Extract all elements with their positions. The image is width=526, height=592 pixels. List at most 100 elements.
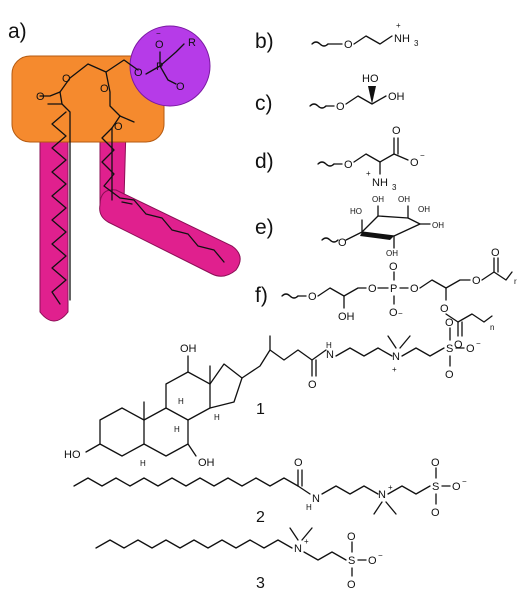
atom-label: O — [344, 39, 353, 51]
compound-2: O N H N + S O O O − 2 — [73, 457, 467, 526]
subscript-label: 3 — [392, 183, 397, 192]
atom-label: O — [308, 291, 317, 303]
compound-number-2: 2 — [256, 509, 265, 526]
atom-label: N — [378, 489, 386, 501]
charge-label: + — [366, 169, 371, 178]
atom-label: O — [440, 303, 449, 315]
atom-label: HO — [350, 207, 362, 216]
atom-label: O — [347, 579, 356, 591]
atom-label: O — [62, 73, 71, 85]
atom-label: H — [326, 341, 332, 350]
atom-label: S — [432, 481, 439, 493]
panel-b: b) O NH 3 + — [255, 21, 419, 53]
atom-label: H — [214, 413, 220, 422]
charge-label: − — [156, 29, 161, 38]
ring-a — [99, 407, 145, 457]
atom-label: R — [188, 37, 196, 49]
atom-label: OH — [432, 221, 444, 230]
charge-label: − — [462, 477, 467, 486]
panel-d-label: d) — [255, 150, 274, 173]
atom-label: P — [156, 61, 163, 73]
ring-c — [165, 371, 211, 421]
panel-c-label: c) — [255, 92, 273, 115]
ring-d — [209, 363, 243, 409]
compound-number-3: 3 — [256, 575, 265, 592]
atom-label: NH — [394, 33, 410, 45]
atom-label: O — [134, 67, 143, 79]
charge-label: − — [398, 309, 403, 318]
unsaturated-tail-kink — [99, 189, 241, 277]
atom-label: N — [294, 543, 302, 555]
ring-b — [143, 407, 189, 457]
compound-1: OH HO OH H H H H O N H N + S O O O − 1 — [64, 317, 481, 469]
atom-label: O — [389, 307, 398, 319]
atom-label: O — [308, 379, 317, 391]
charge-label: − — [420, 151, 425, 160]
atom-label: O — [445, 317, 454, 329]
atom-label: O — [466, 343, 475, 355]
panel-e-label: e) — [255, 216, 274, 239]
atom-label: O — [410, 283, 419, 295]
atom-label: OH — [338, 311, 355, 323]
charge-label: − — [378, 551, 383, 560]
panel-e: e) O HO OH OH OH OH OH — [255, 195, 444, 258]
atom-label: O — [452, 481, 461, 493]
atom-label: N — [392, 351, 400, 363]
atom-label: O — [431, 457, 440, 469]
atom-label: O — [454, 339, 463, 351]
atom-label: O — [338, 237, 347, 249]
atom-label: O — [368, 555, 377, 567]
panel-f: f) O OH O P O O − O O O r O O n — [255, 247, 517, 351]
atom-label: NH — [372, 177, 388, 189]
atom-label: O — [410, 157, 419, 169]
atom-label: O — [155, 39, 164, 51]
atom-label: OH — [388, 91, 405, 103]
atom-label: H — [174, 425, 180, 434]
panel-c: c) O HO OH — [255, 73, 405, 115]
atom-label: O — [431, 507, 440, 519]
subscript-label: n — [490, 323, 494, 332]
saturated-tail — [39, 119, 69, 322]
charge-label: + — [392, 365, 397, 374]
atom-label: H — [178, 397, 184, 406]
atom-label: S — [446, 343, 453, 355]
atom-label: O — [36, 91, 45, 103]
atom-label: OH — [180, 343, 197, 355]
atom-label: OH — [386, 249, 398, 258]
panel-b-label: b) — [255, 30, 274, 53]
charge-label: + — [388, 483, 393, 492]
charge-label: + — [304, 537, 309, 546]
atom-label: O — [294, 457, 303, 469]
panel-f-label: f) — [255, 284, 268, 307]
subscript-label: 3 — [414, 39, 419, 48]
atom-label: O — [389, 261, 398, 273]
panel-a: a) O O O O O P O − — [8, 20, 241, 322]
atom-label: OH — [398, 195, 410, 204]
atom-label: O — [336, 101, 345, 113]
atom-label: HO — [64, 449, 81, 461]
atom-label: OH — [198, 457, 215, 469]
atom-label: P — [390, 283, 397, 295]
atom-label: H — [140, 459, 146, 468]
atom-label: N — [326, 349, 334, 361]
atom-label: S — [348, 555, 355, 567]
atom-label: N — [312, 493, 320, 505]
atom-label: O — [472, 275, 481, 287]
atom-label: O — [368, 283, 377, 295]
subscript-label: r — [514, 277, 517, 286]
compound-3: N + S O O O − 3 — [95, 527, 383, 592]
atom-label: O — [392, 125, 401, 137]
atom-label: OH — [418, 205, 430, 214]
atom-label: O — [347, 531, 356, 543]
atom-label: O — [491, 247, 500, 259]
charge-label: + — [396, 21, 401, 30]
atom-label: O — [114, 121, 123, 133]
atom-label: O — [100, 83, 109, 95]
atom-label: O — [176, 81, 185, 93]
panel-a-label: a) — [8, 20, 27, 43]
charge-label: − — [476, 339, 481, 348]
panel-d: d) O O O − + NH 3 — [255, 125, 425, 192]
atom-label: OH — [372, 195, 384, 204]
compound-number-1: 1 — [256, 401, 265, 418]
